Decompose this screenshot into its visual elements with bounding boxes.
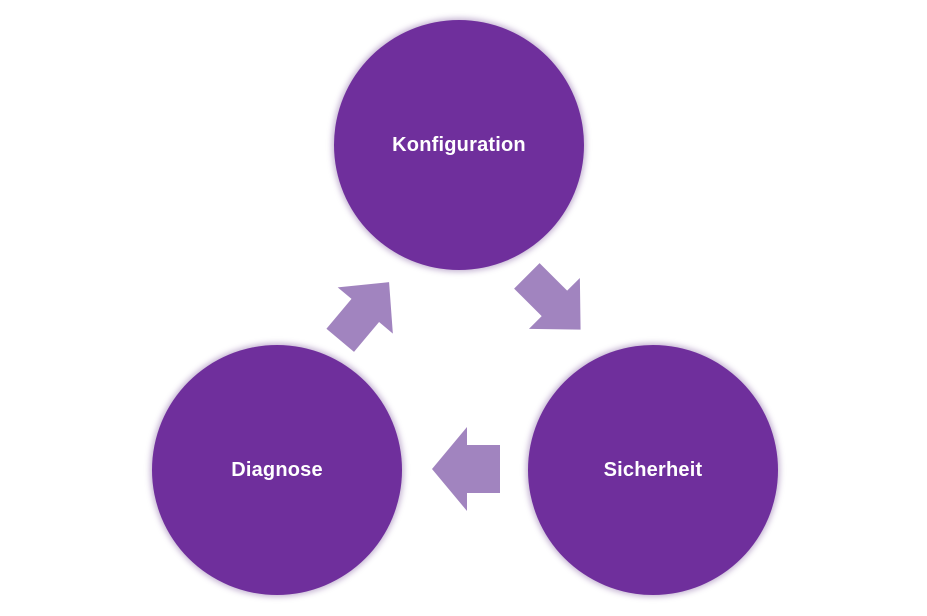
node-label-diagnose: Diagnose (231, 458, 323, 481)
node-konfiguration: Konfiguration (334, 20, 584, 270)
arrow-left-to-top (326, 282, 393, 352)
node-label-konfiguration: Konfiguration (392, 133, 526, 156)
arrow-right-to-left (432, 427, 500, 511)
arrow-top-to-right (514, 263, 581, 330)
node-label-sicherheit: Sicherheit (603, 458, 703, 481)
node-sicherheit: Sicherheit (528, 345, 778, 595)
node-diagnose: Diagnose (152, 345, 402, 595)
